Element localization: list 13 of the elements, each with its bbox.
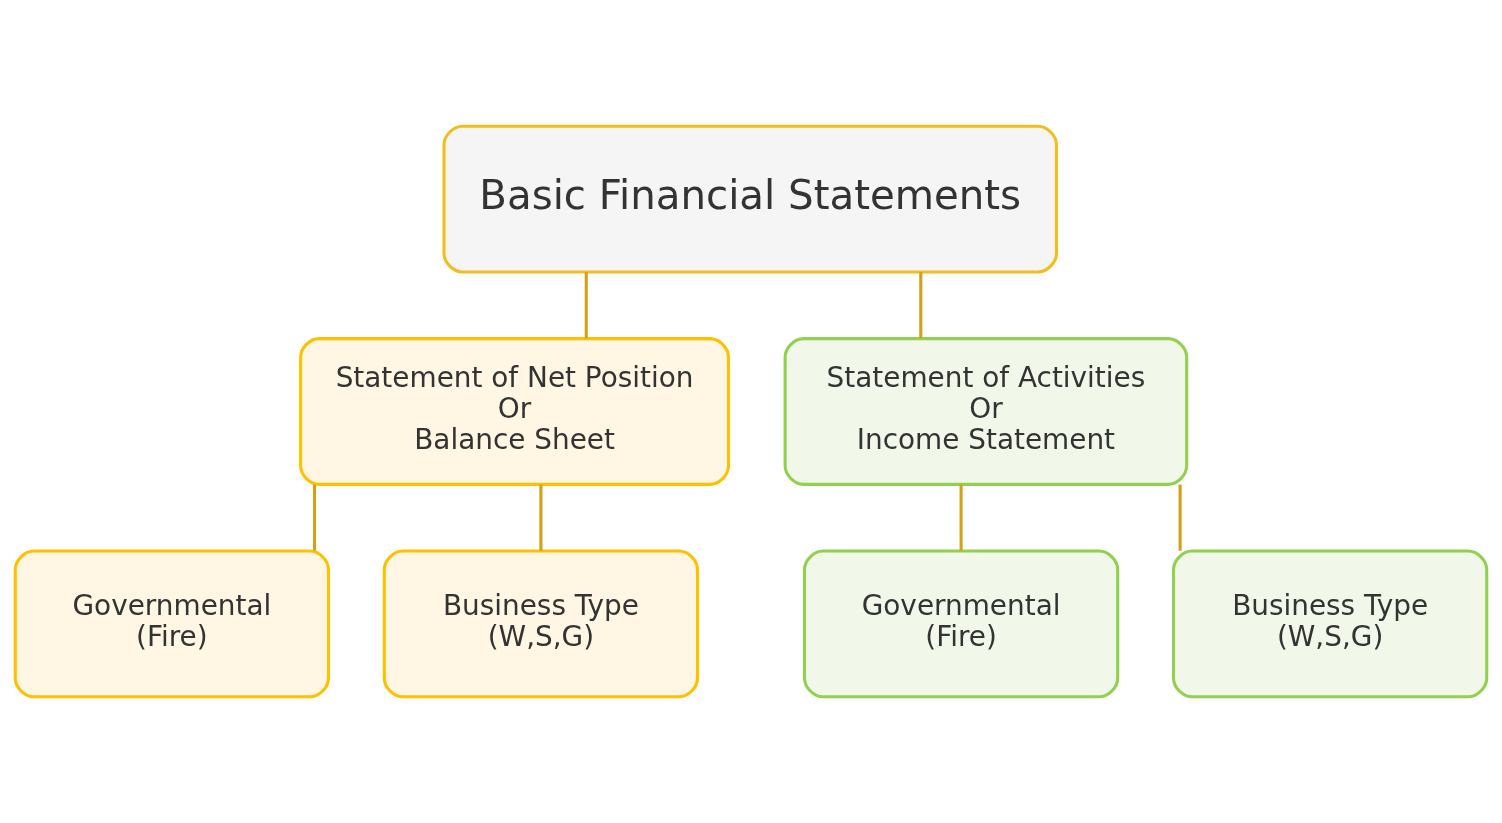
node-box: Governmental (Fire) (13, 549, 331, 699)
connector (1178, 484, 1182, 551)
node-box: Business Type (W,S,G) (382, 549, 700, 699)
node-box: Basic Financial Statements (442, 124, 1058, 274)
connector (919, 272, 923, 339)
node-box: Business Type (W,S,G) (1171, 549, 1489, 699)
connector (959, 484, 963, 551)
node-box: Statement of Net Position Or Balance Sheet (299, 337, 731, 486)
connector (312, 484, 317, 551)
node-box: Governmental (Fire) (802, 549, 1120, 699)
connector (539, 484, 543, 551)
connector (584, 272, 588, 339)
node-box: Statement of Activities Or Income Statement (783, 337, 1189, 486)
